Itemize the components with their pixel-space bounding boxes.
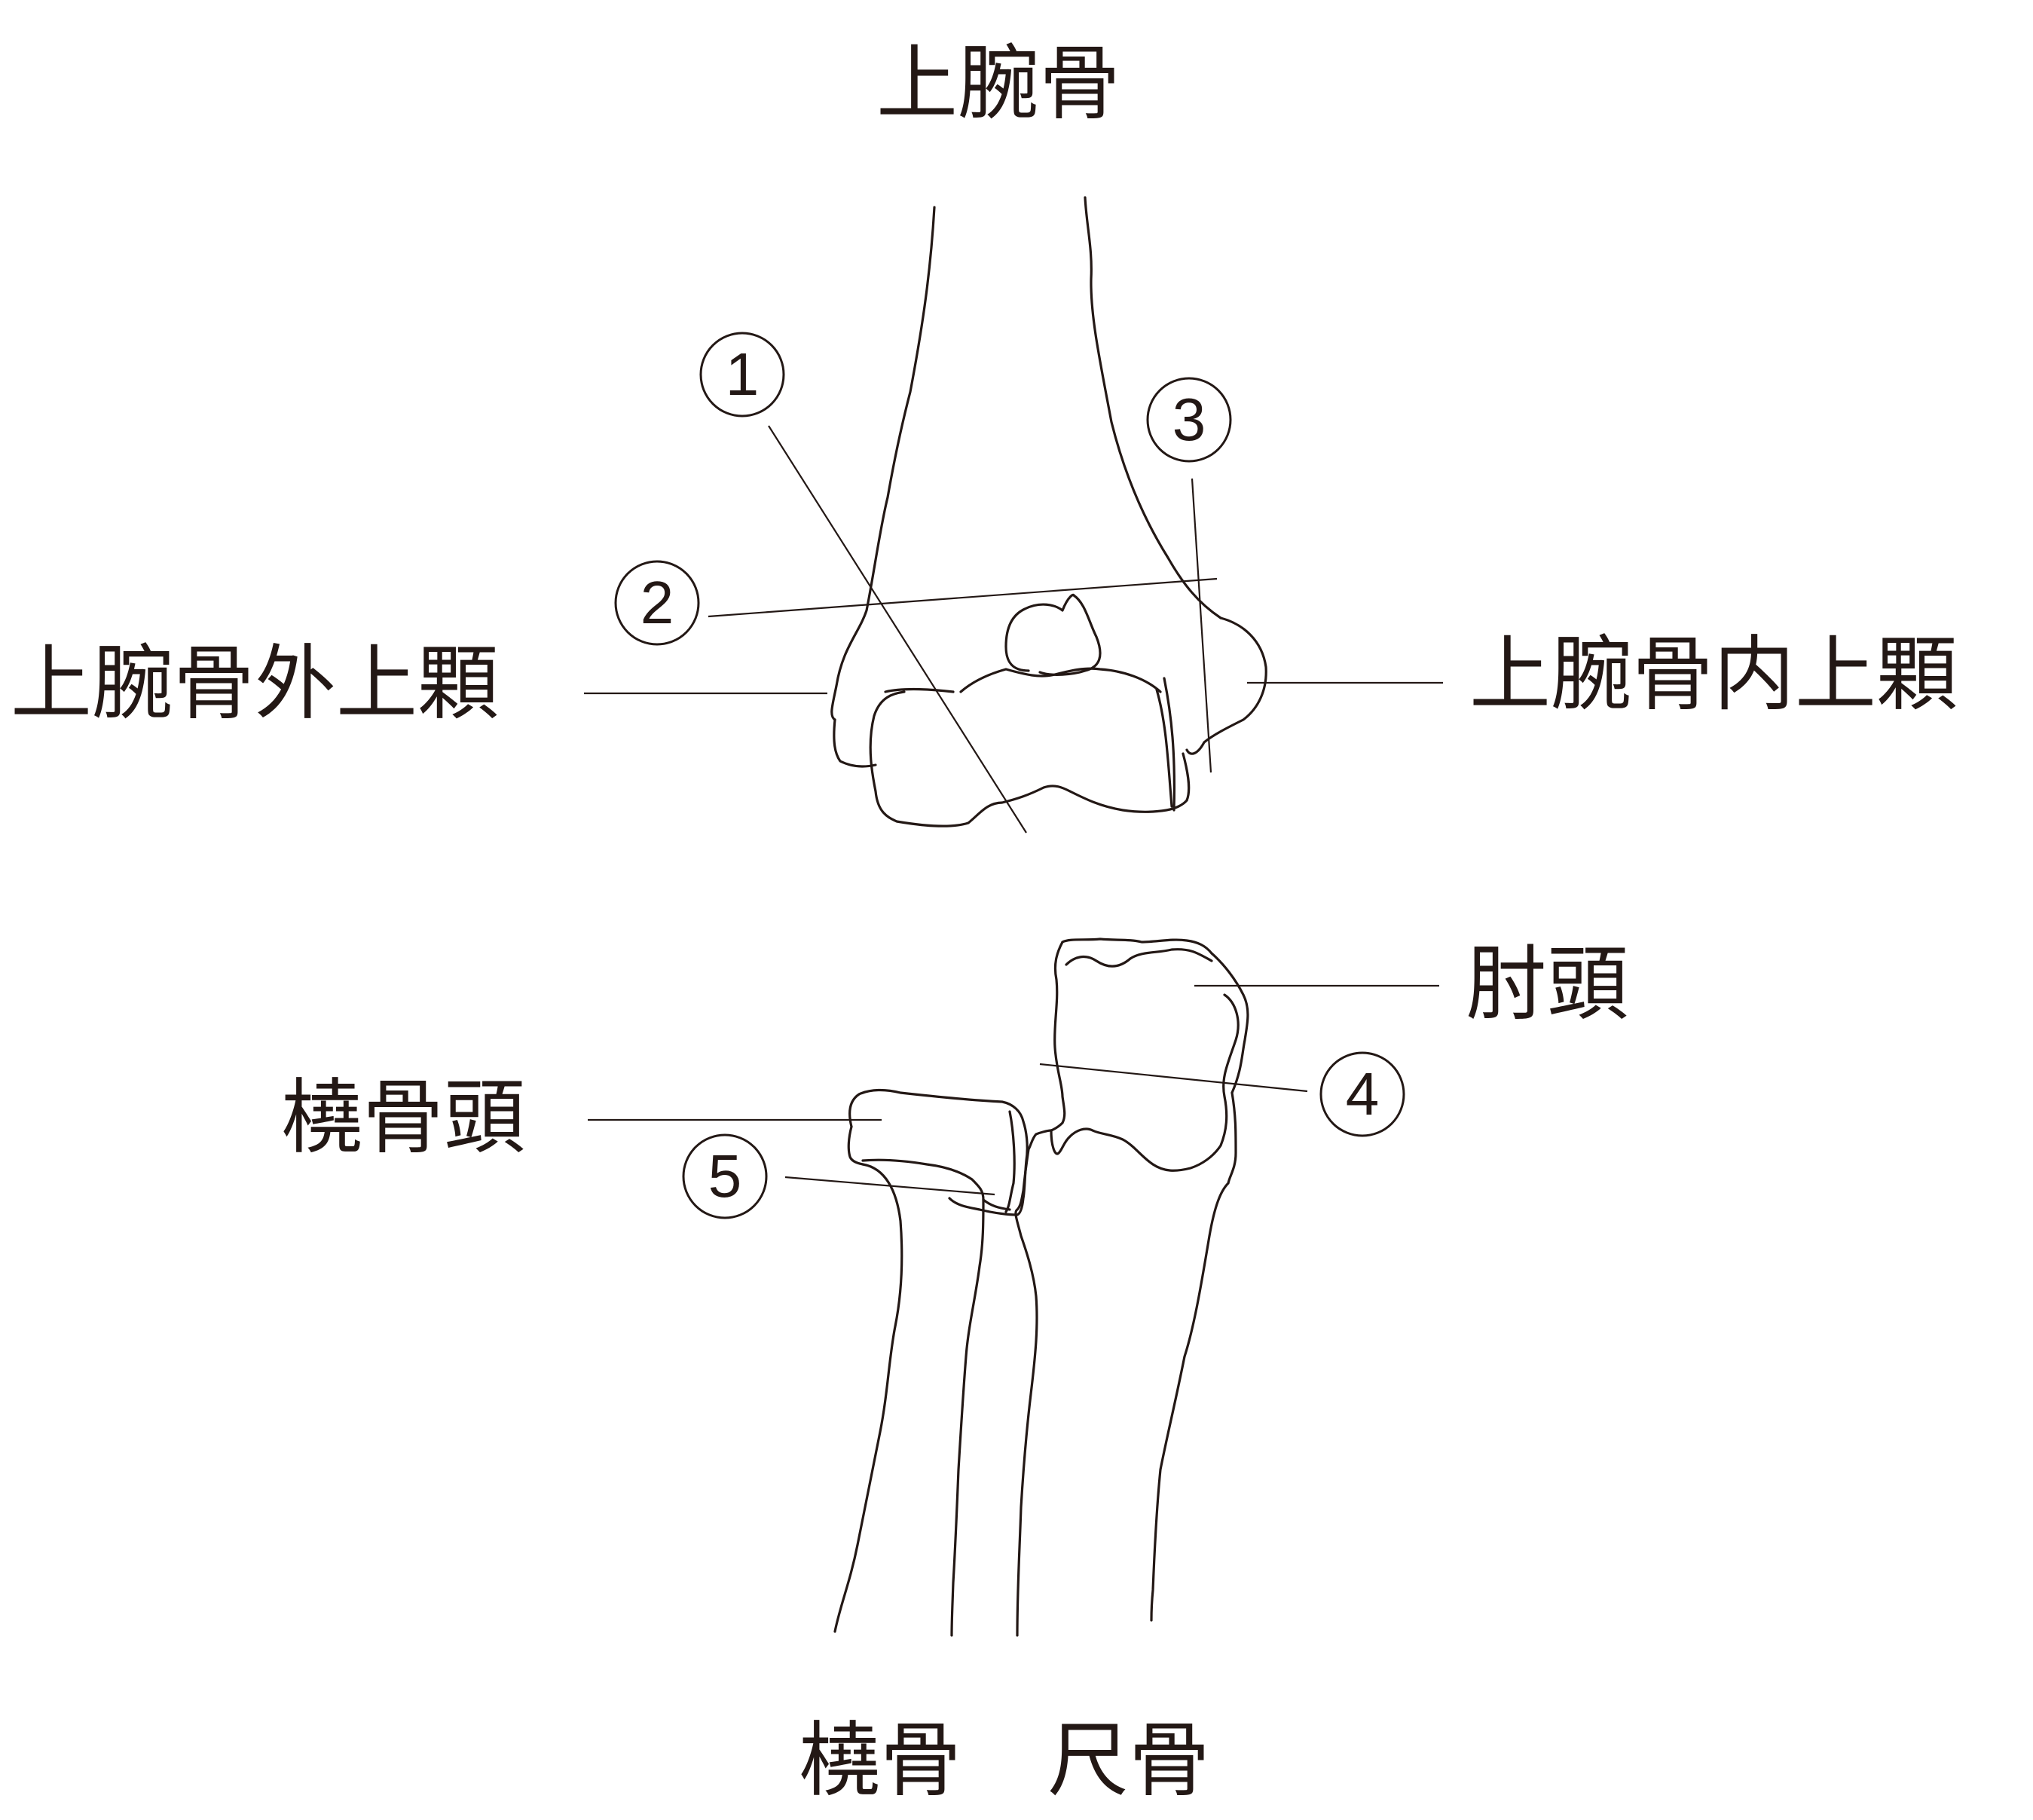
marker-4-circle bbox=[1319, 1051, 1405, 1137]
label-humerus: 上腕骨 bbox=[876, 37, 1121, 131]
leader-marker-2 bbox=[708, 577, 1218, 618]
leader-marker-5 bbox=[784, 1176, 995, 1196]
ulna-olecranon-inner bbox=[1065, 948, 1213, 968]
capitulum-top bbox=[884, 687, 955, 693]
label-olecranon: 肘頭 bbox=[1466, 938, 1629, 1032]
ulna-right-shaft bbox=[1150, 1091, 1237, 1622]
radial-head-left-edge bbox=[847, 1125, 864, 1166]
marker-1-number: 1 bbox=[725, 341, 760, 408]
leader-marker-1 bbox=[768, 425, 1027, 834]
ulna-olecranon-left bbox=[1050, 941, 1066, 1132]
label-radius: 橈骨 bbox=[799, 1714, 962, 1808]
radial-head-bottom bbox=[861, 1158, 985, 1201]
ulna-olecranon-right bbox=[1210, 952, 1249, 1094]
radial-head-right-edge bbox=[1004, 1110, 1016, 1213]
humerus-lateral-outline bbox=[830, 206, 936, 721]
trochlea-outline bbox=[1068, 790, 1188, 813]
marker-4-number: 4 bbox=[1345, 1060, 1380, 1127]
label-lateral-epicondyle: 上腕骨外上顆 bbox=[11, 637, 500, 731]
marker-3-number: 3 bbox=[1172, 386, 1206, 453]
trochlea-line-2 bbox=[1155, 688, 1173, 808]
medial-groove bbox=[1182, 752, 1191, 802]
marker-1-circle bbox=[699, 332, 785, 418]
ulna-left-shaft bbox=[1014, 1129, 1053, 1637]
trochlea-line bbox=[1163, 677, 1176, 812]
marker-2-circle bbox=[614, 560, 700, 646]
label-ulna: 尺骨 bbox=[1047, 1714, 1211, 1808]
marker-5-number: 5 bbox=[708, 1142, 742, 1210]
marker-2-number: 2 bbox=[640, 569, 674, 636]
olecranon-fossa bbox=[1004, 593, 1102, 676]
label-radial-head: 橈骨頭 bbox=[281, 1071, 526, 1165]
lateral-epicondyle-outline bbox=[833, 718, 877, 768]
ulna-coronoid bbox=[1050, 1127, 1094, 1155]
capitulum-outline bbox=[869, 690, 1072, 827]
medial-epicondyle-outline bbox=[1185, 616, 1267, 755]
humerus-medial-outline bbox=[1084, 196, 1222, 619]
ulna-trochlear-notch bbox=[1091, 993, 1240, 1172]
radial-head-outline bbox=[848, 1088, 1029, 1216]
radial-neck-joint bbox=[982, 1198, 1011, 1211]
marker-3-circle bbox=[1146, 377, 1232, 463]
ulna-olecranon-top bbox=[1061, 938, 1213, 955]
radius-left-shaft bbox=[833, 1163, 903, 1633]
radius-right-shaft bbox=[950, 1198, 985, 1637]
marker-5-circle bbox=[682, 1133, 768, 1219]
trochlea-ridge bbox=[959, 667, 1162, 693]
label-medial-epicondyle: 上腕骨内上顆 bbox=[1469, 628, 1958, 722]
leader-marker-3 bbox=[1191, 478, 1212, 773]
leader-marker-4 bbox=[1039, 1063, 1308, 1093]
